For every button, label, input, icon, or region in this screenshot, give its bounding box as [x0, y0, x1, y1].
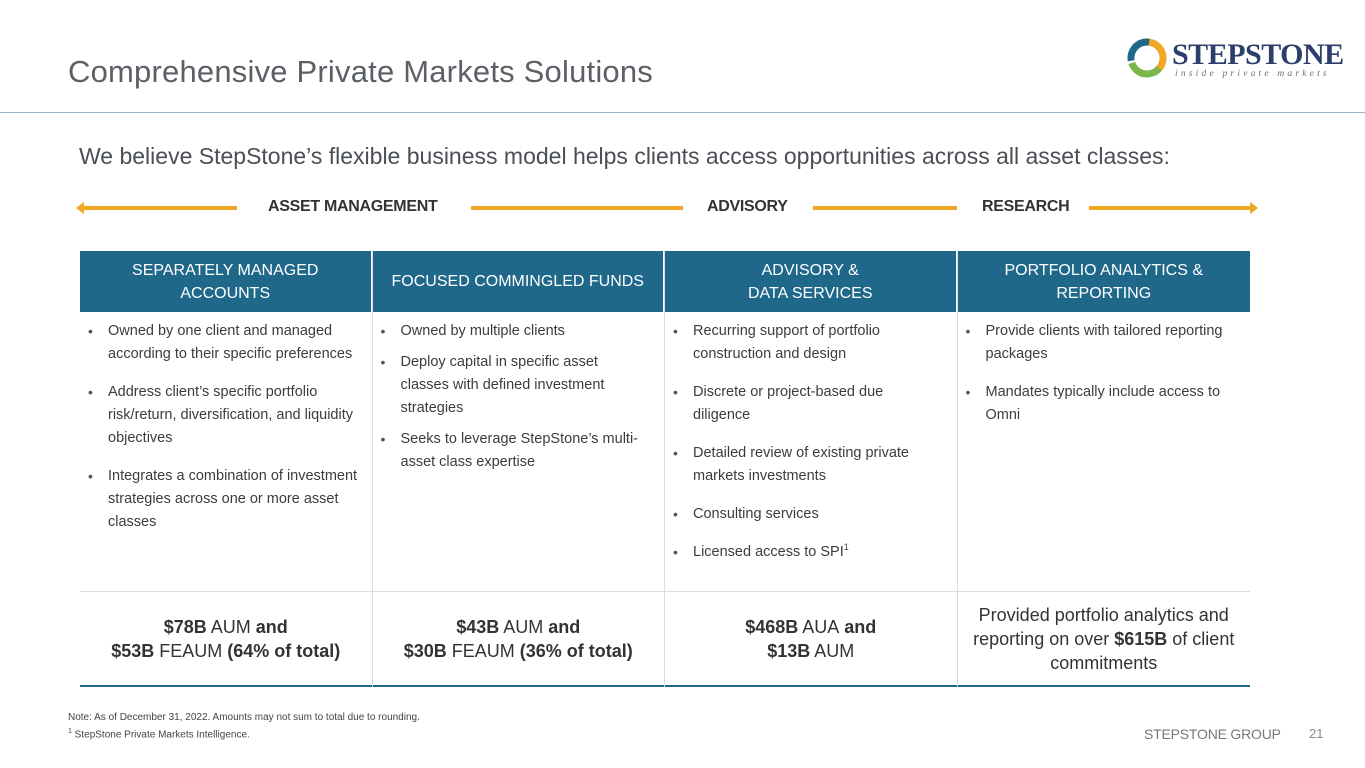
bullet-list: Owned by multiple clients Deploy capital…: [373, 312, 665, 474]
footnote-note: Note: As of December 31, 2022. Amounts m…: [68, 712, 420, 723]
column-header: SEPARATELY MANAGED ACCOUNTS: [80, 251, 372, 312]
metric-text: Provided portfolio analytics and reporti…: [973, 604, 1229, 649]
metric-share: (64% of total): [222, 640, 341, 661]
label-advisory: ADVISORY: [707, 198, 788, 215]
metric-conjunction: and: [543, 616, 581, 637]
metric-unit: AUM: [499, 616, 544, 637]
stepstone-logo: STEPSTONE inside private markets: [1125, 36, 1344, 84]
bullet-list: Recurring support of portfolio construct…: [665, 312, 957, 564]
label-research: RESEARCH: [982, 198, 1070, 215]
column-advisory-data: ADVISORY & DATA SERVICES Recurring suppo…: [665, 251, 958, 687]
slide-subtitle: We believe StepStone’s flexible business…: [79, 143, 1170, 169]
list-item: Consulting services: [673, 503, 943, 526]
list-item: Owned by multiple clients: [381, 320, 651, 343]
slide-title: Comprehensive Private Markets Solutions: [68, 54, 653, 89]
footnote-reference: 1 StepStone Private Markets Intelligence…: [68, 725, 420, 742]
list-item: Deploy capital in specific asset classes…: [381, 351, 651, 420]
arrow-left-icon: [76, 202, 84, 214]
metric-value: $30B: [403, 640, 447, 661]
list-item: Owned by one client and managed accordin…: [88, 320, 358, 366]
metric-share: (36% of total): [514, 640, 633, 661]
column-focused-commingled: FOCUSED COMMINGLED FUNDS Owned by multip…: [372, 251, 665, 687]
spectrum-bar-4: [1089, 206, 1251, 210]
spectrum-bar-2: [471, 206, 683, 210]
metric-value: $13B: [767, 640, 811, 661]
footnote-mark: 1: [68, 728, 72, 735]
column-header: FOCUSED COMMINGLED FUNDS: [372, 251, 664, 312]
column-separately-managed: SEPARATELY MANAGED ACCOUNTS Owned by one…: [80, 251, 373, 687]
metric-unit: FEAUM: [154, 640, 223, 661]
bullet-list: Owned by one client and managed accordin…: [80, 312, 372, 534]
list-item: Recurring support of portfolio construct…: [673, 320, 943, 366]
metric-unit: AUM: [810, 640, 855, 661]
metric-conjunction: and: [839, 616, 877, 637]
column-header: ADVISORY & DATA SERVICES: [665, 251, 957, 312]
list-item: Address client’s specific portfolio risk…: [88, 381, 358, 450]
column-metrics: Provided portfolio analytics and reporti…: [957, 591, 1250, 687]
footnote-ref: 1: [843, 542, 849, 553]
footnotes: Note: As of December 31, 2022. Amounts m…: [68, 711, 420, 742]
solutions-grid: SEPARATELY MANAGED ACCOUNTS Owned by one…: [80, 251, 1250, 687]
list-item: Discrete or project-based due diligence: [673, 381, 943, 427]
metric-value: $43B: [456, 616, 500, 637]
list-item: Integrates a combination of investment s…: [88, 465, 358, 534]
metric-unit: FEAUM: [446, 640, 515, 661]
metric-unit: AUA: [798, 616, 840, 637]
metric-conjunction: and: [250, 616, 288, 637]
list-item: Detailed review of existing private mark…: [673, 442, 943, 488]
list-item: Mandates typically include access to Omn…: [966, 381, 1237, 427]
stepstone-ring-icon: [1127, 38, 1167, 78]
column-header: PORTFOLIO ANALYTICS & REPORTING: [957, 251, 1250, 312]
metric-value: $53B: [111, 640, 155, 661]
metric-unit: AUM: [206, 616, 251, 637]
bullet-list: Provide clients with tailored reporting …: [958, 312, 1251, 427]
logo-wordmark: STEPSTONE: [1172, 38, 1344, 71]
title-divider: [0, 112, 1365, 113]
spectrum-bar-1: [82, 206, 237, 210]
list-item: Licensed access to SPI1: [673, 541, 943, 564]
label-asset-management: ASSET MANAGEMENT: [268, 198, 438, 215]
column-metrics: $43B AUM and $30B FEAUM (36% of total): [372, 591, 664, 687]
logo-tagline: inside private markets: [1175, 69, 1330, 79]
metric-value: $615B: [1114, 628, 1168, 649]
business-spectrum: ASSET MANAGEMENT ADVISORY RESEARCH: [0, 190, 1365, 230]
arrow-right-icon: [1250, 202, 1258, 214]
list-item-text: Licensed access to SPI: [693, 544, 844, 560]
metric-value: $468B: [745, 616, 799, 637]
list-item: Provide clients with tailored reporting …: [966, 320, 1237, 366]
list-item: Seeks to leverage StepStone’s multi-asse…: [381, 428, 651, 474]
column-metrics: $468B AUA and $13B AUM: [665, 591, 957, 687]
metric-value: $78B: [163, 616, 207, 637]
page-number: 21: [1309, 726, 1324, 741]
column-metrics: $78B AUM and $53B FEAUM (64% of total): [80, 591, 372, 687]
spectrum-bar-3: [813, 206, 957, 210]
footnote-text: StepStone Private Markets Intelligence.: [71, 729, 250, 741]
footer-brand: STEPSTONE GROUP: [1144, 726, 1281, 742]
metric-text: of client commitments: [1050, 628, 1235, 673]
column-portfolio-analytics: PORTFOLIO ANALYTICS & REPORTING Provide …: [957, 251, 1251, 687]
